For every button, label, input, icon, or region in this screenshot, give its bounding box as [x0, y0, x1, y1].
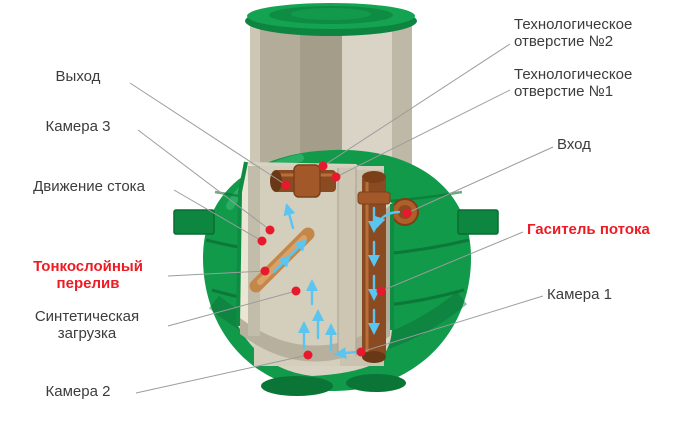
marker-dots	[257, 161, 412, 360]
label-outlet: Выход	[55, 68, 101, 85]
inlet-pipe	[357, 171, 391, 363]
leader-lines	[129, 43, 554, 394]
label-chamber2: Камера 2	[45, 383, 111, 400]
label-chamber1: Камера 1	[547, 286, 612, 303]
tank-lid	[245, 3, 417, 36]
label-inlet: Вход	[557, 136, 591, 153]
tank-neck	[250, 26, 412, 166]
label-tech-opening-2: Технологическое отверстие №2	[514, 16, 633, 51]
label-thin-layer-overflow: Тонкослойный перелив	[33, 258, 143, 293]
label-chamber3: Камера 3	[45, 118, 111, 135]
label-flow-movement: Движение стока	[33, 178, 145, 195]
label-synthetic-loading: Синтетическая загрузка	[34, 308, 140, 343]
label-flow-damper: Гаситель потока	[527, 221, 650, 238]
label-tech-opening-1: Технологическое отверстие №1	[514, 66, 633, 101]
flow-arrows	[272, 203, 401, 360]
